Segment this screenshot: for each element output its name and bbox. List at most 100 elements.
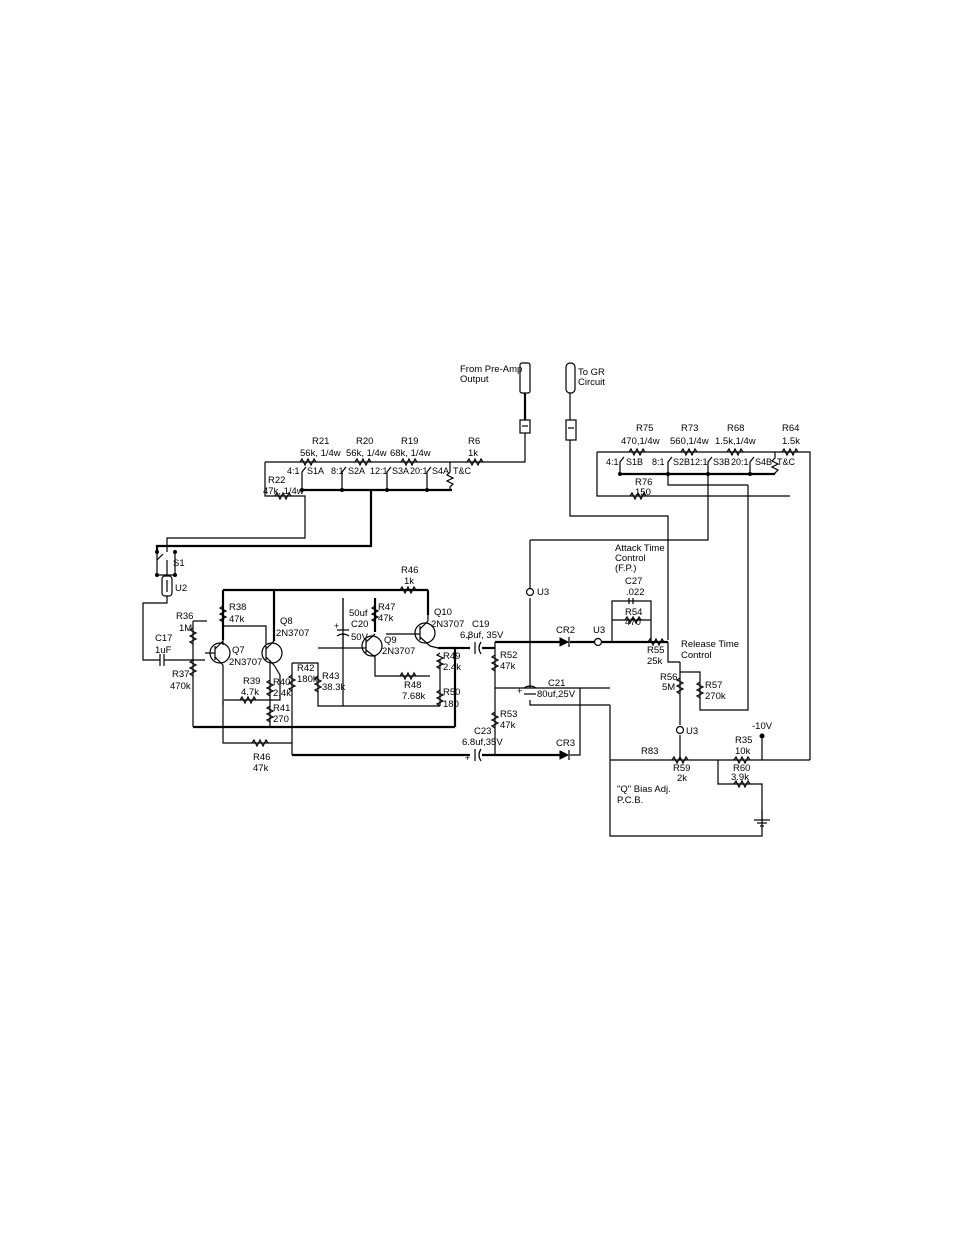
diode-cr2 — [559, 637, 570, 647]
label-r43-value: 38.3k — [322, 682, 345, 693]
label-cr3: CR3 — [556, 738, 575, 749]
label-u3-a: U3 — [537, 587, 549, 598]
label-c19-value: 6.8uf, 35V — [460, 630, 504, 641]
label-neg10v: -10V — [752, 721, 773, 732]
label-s3a: S3A — [392, 466, 409, 476]
label-r40-value: 2.4k — [273, 688, 291, 699]
capacitor-c19: + — [466, 633, 482, 655]
label-u3-c: U3 — [686, 726, 698, 737]
label-q7: Q7 — [232, 645, 245, 656]
capacitor-c27 — [628, 598, 634, 604]
label-u2: U2 — [175, 583, 187, 594]
label-c27: C27 — [625, 576, 642, 587]
label-to-gr-2: Circuit — [578, 377, 605, 388]
label-r41-value: 270 — [273, 714, 289, 725]
input-jack — [519, 362, 531, 434]
label-r47-value: 47k — [378, 613, 394, 624]
label-c20: C20 — [351, 619, 368, 630]
label-r73-value: 560,1/4w — [670, 436, 709, 447]
label-r39: R39 — [243, 676, 260, 687]
resistor-r64 — [781, 447, 799, 457]
label-c17: C17 — [155, 633, 172, 644]
label-r41: R41 — [273, 703, 290, 714]
resistor-r54 — [624, 615, 642, 625]
label-r59: R59 — [673, 763, 690, 774]
label-r20-value: 56k, 1/4w — [346, 448, 387, 459]
label-r68: R68 — [727, 423, 744, 434]
label-release-1: Release Time — [681, 639, 739, 650]
label-attack-3: (F.P.) — [615, 563, 636, 574]
label-attack-1: Attack Time — [615, 543, 665, 554]
label-r46-bottom: R46 — [253, 752, 270, 763]
resistor-r47 — [370, 605, 380, 623]
label-r54: R54 — [625, 607, 642, 618]
label-r83: R83 — [641, 746, 658, 757]
label-r37: R37 — [172, 669, 189, 680]
label-qbias-2: P.C.B. — [617, 795, 643, 806]
label-attack-2: Control — [615, 553, 646, 564]
label-ratio-20-1-b: 20:1 — [731, 457, 749, 467]
label-to-gr: To GR — [578, 367, 605, 378]
label-r76: R76 — [635, 477, 652, 488]
label-r47: R47 — [378, 602, 395, 613]
label-r6-value: 1k — [468, 448, 478, 459]
label-c21: C21 — [548, 678, 565, 689]
label-r46-bottom-value: 47k — [253, 763, 269, 774]
label-r19: R19 — [401, 436, 418, 447]
label-r59-value: 2k — [677, 773, 687, 784]
switch-s1 — [155, 550, 177, 577]
resistor-r56 — [675, 677, 685, 695]
label-q9-value: 2N3707 — [382, 646, 415, 657]
label-ratio-4-1-b: 4:1 — [606, 457, 619, 467]
transistor-q7 — [205, 640, 231, 680]
label-r52-value: 47k — [500, 661, 516, 672]
label-ratio-12-1-b: 12:1 — [690, 457, 708, 467]
label-r75-value: 470,1/4w — [621, 436, 660, 447]
label-tc-a: T&C — [453, 466, 472, 476]
resistor-r19 — [400, 457, 418, 467]
label-ratio-4-1-a: 4:1 — [287, 466, 300, 476]
transistor-q8 — [261, 590, 283, 676]
label-r43: R43 — [322, 671, 339, 682]
resistor-r6 — [466, 457, 484, 467]
label-r76-value: 150 — [635, 487, 651, 498]
label-r6: R6 — [468, 436, 480, 447]
capacitor-c17 — [159, 654, 170, 666]
label-s2b: S2B — [673, 457, 690, 467]
label-r42-value: 180k — [297, 674, 318, 685]
resistor-r57 — [695, 681, 705, 699]
resistor-r50 — [435, 689, 445, 707]
svg-text:+: + — [517, 686, 522, 696]
label-r49: R49 — [443, 651, 460, 662]
label-r64-value: 1.5k — [782, 436, 800, 447]
label-u3-b: U3 — [593, 625, 605, 636]
label-r55-value: 25k — [647, 656, 663, 667]
label-r60: R60 — [733, 763, 750, 774]
svg-text:+: + — [334, 621, 339, 631]
label-q8: Q8 — [280, 616, 293, 627]
label-s3b: S3B — [713, 457, 730, 467]
label-r57: R57 — [705, 680, 722, 691]
label-q8-value: 2N3707 — [276, 628, 309, 639]
label-c20-value1: 50uf — [349, 608, 368, 619]
resistor-r59 — [671, 755, 689, 765]
capacitor-c23: + — [465, 748, 482, 763]
resistor-r40 — [265, 679, 275, 697]
label-r64: R64 — [782, 423, 799, 434]
resistor-r76 — [629, 491, 647, 501]
label-r73: R73 — [681, 423, 698, 434]
label-ratio-12-1-a: 12:1 — [370, 466, 388, 476]
switch-bank-a — [300, 462, 455, 492]
label-r56-value: 5M — [662, 682, 675, 693]
label-r50-value: 180 — [443, 699, 459, 710]
transistor-q9 — [360, 633, 383, 658]
label-s4b: S4B — [755, 457, 772, 467]
resistor-r75 — [628, 447, 646, 457]
label-q9: Q9 — [384, 635, 397, 646]
resistor-r37 — [188, 659, 198, 677]
label-c27-value: .022 — [626, 587, 645, 598]
label-c23: C23 — [474, 726, 491, 737]
label-r57-value: 270k — [705, 691, 726, 702]
label-r55: R55 — [647, 645, 664, 656]
resistor-r46-bottom — [251, 738, 269, 748]
